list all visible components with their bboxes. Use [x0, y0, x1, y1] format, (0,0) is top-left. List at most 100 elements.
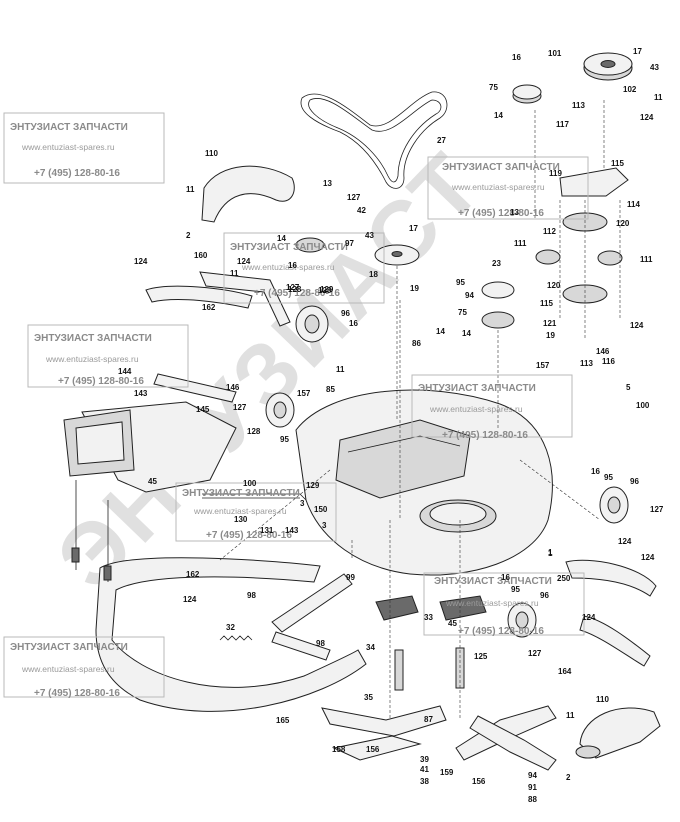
part-label: 127 — [286, 283, 300, 292]
svg-text:www.entuziast-spares.ru: www.entuziast-spares.ru — [429, 404, 523, 414]
part-label: 115 — [611, 159, 624, 168]
part-label: 16 — [501, 573, 510, 582]
part-label: 145 — [196, 405, 210, 414]
part-label: 131 — [260, 526, 274, 535]
part-label: 124 — [618, 537, 632, 546]
part-label: 250 — [557, 574, 571, 583]
svg-text:+7 (495) 128-80-16: +7 (495) 128-80-16 — [34, 688, 120, 699]
svg-text:www.entuziast-spares.ru: www.entuziast-spares.ru — [21, 142, 115, 152]
svg-text:ЭНТУЗИАСТ ЗАПЧАСТИ: ЭНТУЗИАСТ ЗАПЧАСТИ — [230, 242, 348, 253]
part-label: 35 — [364, 693, 373, 702]
part-label: 113 — [572, 101, 585, 110]
part-label: 16 — [512, 53, 521, 62]
part-label: 18 — [369, 270, 378, 279]
part-label: 11 — [336, 365, 345, 374]
part-label: 95 — [511, 585, 520, 594]
svg-text:ЭНТУЗИАСТ ЗАПЧАСТИ: ЭНТУЗИАСТ ЗАПЧАСТИ — [10, 122, 128, 133]
part-label: 157 — [536, 361, 550, 370]
svg-text:ЭНТУЗИАСТ ЗАПЧАСТИ: ЭНТУЗИАСТ ЗАПЧАСТИ — [34, 333, 152, 344]
part-label: 23 — [492, 259, 501, 268]
svg-text:ЭНТУЗИАСТ ЗАПЧАСТИ: ЭНТУЗИАСТ ЗАПЧАСТИ — [434, 576, 552, 587]
part-label: 75 — [458, 308, 467, 317]
contact-stamp: ЭНТУЗИАСТ ЗАПЧАСТИ www.entuziast-spares.… — [3, 112, 165, 184]
part-label: 157 — [297, 389, 311, 398]
svg-text:ЭНТУЗИАСТ ЗАПЧАСТИ: ЭНТУЗИАСТ ЗАПЧАСТИ — [418, 383, 536, 394]
part-label: 156 — [366, 745, 380, 754]
contact-stamp: ЭНТУЗИАСТ ЗАПЧАСТИ www.entuziast-spares.… — [427, 156, 589, 220]
part-label: 14 — [277, 234, 286, 243]
part-label: 19 — [410, 284, 419, 293]
part-label: 111 — [514, 239, 527, 248]
part-label: 42 — [357, 206, 366, 215]
part-label: 156 — [472, 777, 486, 786]
contact-stamp: ЭНТУЗИАСТ ЗАПЧАСТИ www.entuziast-spares.… — [175, 482, 337, 542]
part-label: 102 — [623, 85, 637, 94]
part-label: 130 — [234, 515, 248, 524]
part-label: 115 — [540, 299, 553, 308]
part-label: 112 — [543, 227, 556, 236]
part-label: 87 — [424, 715, 433, 724]
part-label: 91 — [528, 783, 537, 792]
part-label: 121 — [543, 319, 557, 328]
svg-text:+7 (495) 128-80-16: +7 (495) 128-80-16 — [34, 168, 120, 179]
part-label: 116 — [602, 357, 615, 366]
part-label: 129 — [306, 481, 320, 490]
svg-text:+7 (495) 128-80-16: +7 (495) 128-80-16 — [58, 376, 144, 387]
part-labels: 16 101 17 43 75 102 11 113 14 124 117 27… — [118, 47, 664, 804]
svg-text:+7 (495) 128-80-16: +7 (495) 128-80-16 — [254, 288, 340, 299]
svg-text:www.entuziast-spares.ru: www.entuziast-spares.ru — [45, 354, 139, 364]
part-label: 127 — [347, 193, 361, 202]
part-label: 96 — [540, 591, 549, 600]
part-label: 114 — [627, 200, 640, 209]
part-label: 1 — [548, 549, 553, 558]
svg-text:www.entuziast-spares.ru: www.entuziast-spares.ru — [451, 182, 545, 192]
part-label: 98 — [316, 639, 325, 648]
svg-text:+7 (495) 128-80-16: +7 (495) 128-80-16 — [458, 626, 544, 637]
part-label: 144 — [118, 367, 132, 376]
part-label: 100 — [243, 479, 257, 488]
svg-text:www.entuziast-spares.ru: www.entuziast-spares.ru — [241, 262, 335, 272]
part-label: 88 — [528, 795, 537, 804]
svg-text:www.entuziast-spares.ru: www.entuziast-spares.ru — [21, 664, 115, 674]
part-label: 14 — [494, 111, 503, 120]
part-label: 95 — [604, 473, 613, 482]
part-label: 120 — [547, 281, 561, 290]
part-label: 124 — [640, 113, 654, 122]
contact-stamp: ЭНТУЗИАСТ ЗАПЧАСТИ www.entuziast-spares.… — [223, 232, 385, 304]
part-label: 11 — [186, 185, 195, 194]
part-label: 94 — [528, 771, 537, 780]
part-label: 99 — [346, 573, 355, 582]
svg-text:www.entuziast-spares.ru: www.entuziast-spares.ru — [445, 598, 539, 608]
svg-text:ЭНТУЗИАСТ ЗАПЧАСТИ: ЭНТУЗИАСТ ЗАПЧАСТИ — [442, 162, 560, 173]
part-label: 98 — [247, 591, 256, 600]
part-label: 97 — [345, 239, 354, 248]
contact-stamp: ЭНТУЗИАСТ ЗАПЧАСТИ www.entuziast-spares.… — [411, 374, 573, 441]
svg-text:ЭНТУЗИАСТ ЗАПЧАСТИ: ЭНТУЗИАСТ ЗАПЧАСТИ — [10, 642, 128, 653]
part-label: 143 — [285, 526, 299, 535]
part-label: 165 — [276, 716, 290, 725]
part-label: 95 — [456, 278, 465, 287]
part-label: 2 — [186, 231, 191, 240]
part-label: 41 — [420, 765, 429, 774]
part-label: 146 — [226, 383, 240, 392]
part-label: 11 — [654, 93, 663, 102]
part-label: 162 — [186, 570, 200, 579]
part-label: 158 — [332, 745, 346, 754]
part-label: 125 — [474, 652, 488, 661]
part-label: 16 — [349, 319, 358, 328]
drawing-parts — [63, 52, 661, 771]
part-label: 113 — [580, 359, 593, 368]
part-label: 27 — [437, 136, 446, 145]
part-label: 11 — [566, 711, 575, 720]
part-label: 13 — [510, 208, 519, 217]
part-label: 43 — [650, 63, 659, 72]
part-label: 34 — [366, 643, 375, 652]
part-label: 17 — [409, 224, 418, 233]
part-label: 32 — [226, 623, 235, 632]
part-label: 85 — [326, 385, 335, 394]
part-label: 162 — [202, 303, 216, 312]
part-label: 14 — [462, 329, 471, 338]
part-label: 3 — [300, 499, 305, 508]
part-label: 43 — [365, 231, 374, 240]
part-label: 146 — [596, 347, 610, 356]
